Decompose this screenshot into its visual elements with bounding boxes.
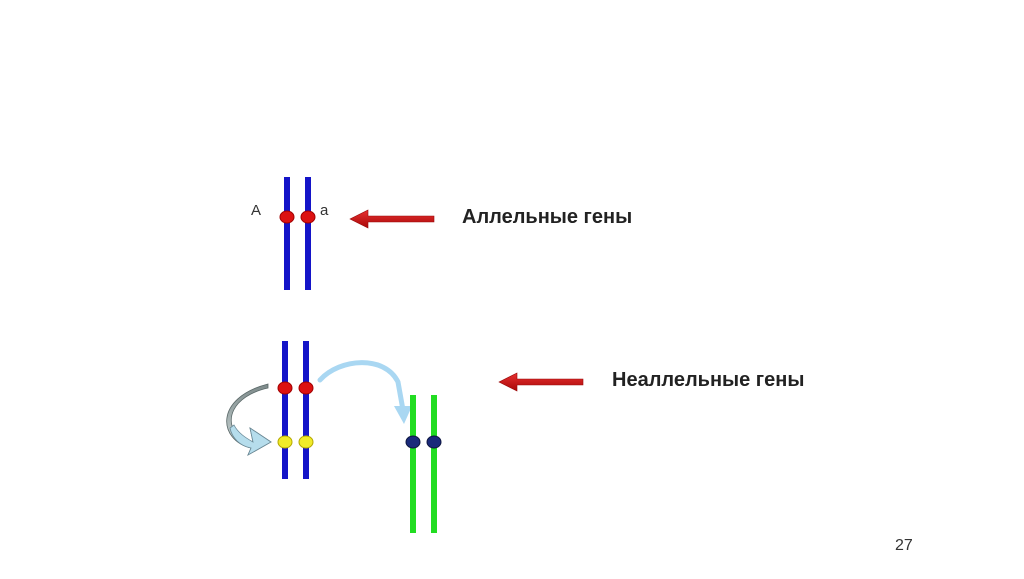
curved-arrow-right	[317, 360, 412, 424]
page-number: 27	[895, 537, 913, 554]
gene-dot-red	[300, 210, 316, 224]
allele-label-recessive: a	[320, 202, 329, 219]
allele-label-dominant: A	[251, 202, 262, 219]
gene-dot-navy	[405, 435, 421, 449]
gene-dot-red	[277, 381, 293, 395]
chromosome-right	[303, 341, 309, 479]
chromosome-right	[305, 177, 311, 290]
chromosome-left	[284, 177, 290, 290]
nonallelic-chromosome-pair-blue	[277, 341, 314, 479]
gene-dot-navy	[426, 435, 442, 449]
pointer-arrow-allelic	[349, 209, 435, 229]
chromosome-left	[410, 395, 416, 533]
chromosome-right	[431, 395, 437, 533]
allelic-genes-label: Аллельные гены	[462, 206, 633, 228]
nonallelic-chromosome-pair-green	[405, 395, 442, 533]
pointer-arrow-nonallelic	[498, 372, 584, 392]
gene-dot-red	[279, 210, 295, 224]
curved-arrow-left	[226, 383, 272, 456]
nonallelic-genes-label: Неаллельные гены	[612, 369, 805, 391]
gene-dot-red	[298, 381, 314, 395]
gene-dot-yellow	[298, 435, 314, 449]
allelic-chromosome-pair	[279, 177, 316, 290]
chromosome-left	[282, 341, 288, 479]
gene-dot-yellow	[277, 435, 293, 449]
